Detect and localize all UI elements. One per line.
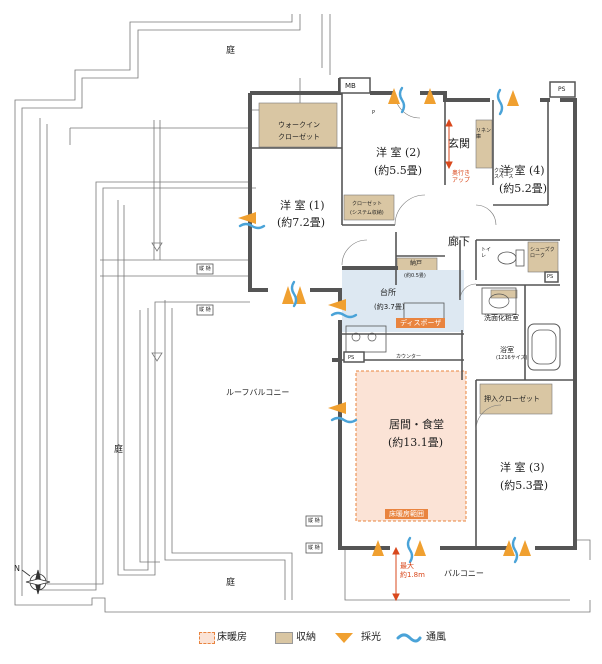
door-swings [341,92,502,431]
walk-in-closet-label: ウォークイン クローゼット [278,121,320,141]
western4-size: (約5.2畳) [499,182,548,195]
legend-floor-heating-label: 床暖房 [217,632,247,643]
floor-heating-area [355,370,467,522]
living-name: 居間・食堂 [389,418,444,431]
drain-label-1: 縦 樋 [199,266,211,272]
western2-name: 洋 室 (2) [376,146,421,159]
western4-name: 洋 室 (4) [500,164,545,177]
living-size: (約13.1畳) [388,436,444,449]
washroom-label: 洗面化粧室 [484,314,519,322]
entrance-label: 玄関 [448,137,470,150]
drain-arrows [151,242,163,362]
storage-label: 納戸 [410,260,423,267]
legend-storage-label: 収納 [296,632,316,643]
western2-size: (約5.5畳) [374,164,423,177]
drain-label-3: 縦 樋 [308,518,320,524]
drain-label-2: 縦 樋 [199,307,211,313]
disposer-tag: ディスポーザ [396,318,446,328]
counter-label: カウンター [396,354,422,360]
floor-plan [14,14,591,613]
compass-n-label: N [14,564,20,573]
toilet-fixture [497,251,517,265]
western1-size: (約7.2畳) [277,216,326,229]
mb-label: MB [345,82,356,90]
legend-ventilation-label: 通風 [426,632,446,643]
depth-up-arrow [445,118,453,170]
ps-kitchen-label: PS [348,355,355,361]
toilet-label: トイレ [481,247,492,259]
linen-label: リネン庫 [476,128,492,140]
roof-balcony-label: ルーフバルコニー [226,388,290,397]
ps-toilet-label: PS [547,274,554,280]
storage-size: (約0.5畳) [404,273,426,279]
balcony-label: バルコニー [444,569,484,578]
compass-icon [21,569,51,595]
legend-daylight-label: 採光 [361,632,381,643]
max-depth-arrow [392,546,400,602]
floor-heating-range-tag: 床暖房範囲 [385,509,428,519]
garden-top-label: 庭 [226,46,236,56]
drain-boxes [196,263,323,554]
western1-name: 洋 室 (1) [280,199,325,212]
wash-basin [481,287,517,315]
stove [345,325,387,353]
legend-daylight-icon [335,633,353,643]
built-in-closet-label: 押入クローゼット [484,395,540,403]
legend: 床暖房 収納 採光 通風 [0,624,602,654]
bath-label: 浴室 [500,346,514,354]
kitchen-name: 台所 [380,288,396,297]
western3-name: 洋 室 (3) [500,461,545,474]
ps-top-label: PS [558,86,566,93]
bath-note: (1216サイズ) [496,355,528,361]
walls [248,78,577,550]
p-label: P [372,110,376,116]
garden-bottom-label: 庭 [226,578,236,588]
western3-size: (約5.3畳) [500,479,549,492]
drain-label-4: 縦 樋 [308,545,320,551]
closet2-note: (システム収納) [350,210,384,216]
legend-ventilation-icon [396,633,422,643]
shafts [339,77,576,363]
kitchen-area-upper [342,268,396,286]
legend-storage-swatch [275,632,293,644]
daylight-marks [238,88,531,556]
clock-space-label: クローク スペース [494,168,515,180]
shoe-closet-label: シューズクローク [530,247,555,259]
kitchen-size: (約3.7畳) [374,303,405,311]
closet2-label: クローゼット [352,201,383,207]
bathtub [527,323,561,371]
garden-left-label: 庭 [114,445,124,455]
legend-floor-heating-swatch [199,632,215,644]
corridor-label: 廊下 [448,235,470,248]
max-depth-label: 最大 約1.8m [400,562,425,579]
depth-up-label: 奥行き アップ [452,170,471,184]
ventilation-marks [238,86,519,564]
garden-outlines [14,14,591,613]
